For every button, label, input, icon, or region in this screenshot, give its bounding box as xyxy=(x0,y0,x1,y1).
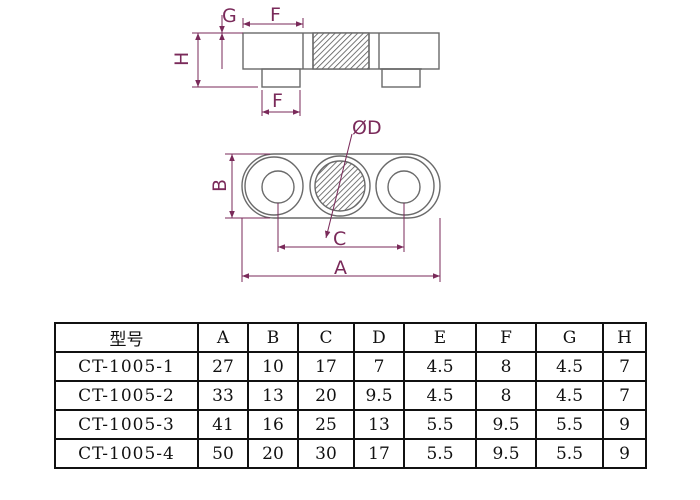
cell: 13 xyxy=(247,380,299,411)
left-hole xyxy=(261,170,295,204)
cell-model: CT-1005-2 xyxy=(54,380,199,411)
cell: 41 xyxy=(197,409,249,440)
header-f: F xyxy=(475,322,537,353)
table-header-row: 型号 A B C D E F G H xyxy=(54,322,647,353)
left-outer-ring xyxy=(244,156,304,216)
table-row: CT-1005-4 50 20 30 17 5.5 9.5 5.5 9 xyxy=(54,438,647,469)
cell: 4.5 xyxy=(403,380,477,411)
cell-model: CT-1005-1 xyxy=(54,351,199,382)
side-view xyxy=(242,32,440,88)
cell: 9 xyxy=(602,438,647,469)
center-ring xyxy=(309,155,371,217)
right-hole xyxy=(387,170,421,204)
cell: 5.5 xyxy=(403,438,477,469)
cell: 5.5 xyxy=(535,409,604,440)
cell-model: CT-1005-3 xyxy=(54,409,199,440)
header-a: A xyxy=(197,322,249,353)
dim-label-a: A xyxy=(334,257,347,279)
cell: 25 xyxy=(297,409,355,440)
cell: 10 xyxy=(247,351,299,382)
cell: 4.5 xyxy=(535,351,604,382)
cell: 13 xyxy=(353,409,405,440)
cell: 30 xyxy=(297,438,355,469)
dim-label-h: H xyxy=(171,52,193,66)
side-dimensions xyxy=(192,15,304,116)
table-row: CT-1005-2 33 13 20 9.5 4.5 8 4.5 7 xyxy=(54,380,647,411)
side-magnet-core xyxy=(312,32,370,70)
cell: 7 xyxy=(602,351,647,382)
header-d: D xyxy=(353,322,405,353)
header-model: 型号 xyxy=(54,322,199,353)
cell: 20 xyxy=(247,438,299,469)
cell: 17 xyxy=(353,438,405,469)
cell: 5.5 xyxy=(403,409,477,440)
technical-drawing: G F H F ØD B C A xyxy=(171,4,441,282)
top-dimensions xyxy=(225,133,441,282)
cell: 9.5 xyxy=(475,438,537,469)
cell: 8 xyxy=(475,380,537,411)
top-outline xyxy=(241,153,441,219)
side-left-boss xyxy=(261,68,301,88)
header-c: C xyxy=(297,322,355,353)
header-h: H xyxy=(602,322,647,353)
cell: 20 xyxy=(297,380,355,411)
dim-label-g: G xyxy=(222,5,237,27)
cell: 5.5 xyxy=(535,438,604,469)
cell: 17 xyxy=(297,351,355,382)
header-e: E xyxy=(403,322,477,353)
cell: 16 xyxy=(247,409,299,440)
dim-label-b: B xyxy=(209,179,231,192)
center-magnet xyxy=(314,160,366,212)
cell: 50 xyxy=(197,438,249,469)
dim-label-c: C xyxy=(333,228,346,250)
cell: 27 xyxy=(197,351,249,382)
cell: 9.5 xyxy=(475,409,537,440)
header-b: B xyxy=(247,322,299,353)
dim-label-f-top: F xyxy=(270,4,281,26)
cell: 9 xyxy=(602,409,647,440)
top-view xyxy=(241,153,441,219)
table-row: CT-1005-1 27 10 17 7 4.5 8 4.5 7 xyxy=(54,351,647,382)
cell: 7 xyxy=(602,380,647,411)
table-row: CT-1005-3 41 16 25 13 5.5 9.5 5.5 9 xyxy=(54,409,647,440)
dim-label-d: ØD xyxy=(352,117,382,139)
cell: 7 xyxy=(353,351,405,382)
spec-table: 型号 A B C D E F G H CT-1005-1 27 10 17 7 … xyxy=(54,322,647,469)
cell-model: CT-1005-4 xyxy=(54,438,199,469)
cell: 33 xyxy=(197,380,249,411)
header-g: G xyxy=(535,322,604,353)
cell: 4.5 xyxy=(535,380,604,411)
cell: 4.5 xyxy=(403,351,477,382)
right-outer-ring xyxy=(375,156,435,216)
cell: 9.5 xyxy=(353,380,405,411)
dim-label-f-bottom: F xyxy=(272,90,283,112)
side-right-boss xyxy=(381,68,421,88)
cell: 8 xyxy=(475,351,537,382)
